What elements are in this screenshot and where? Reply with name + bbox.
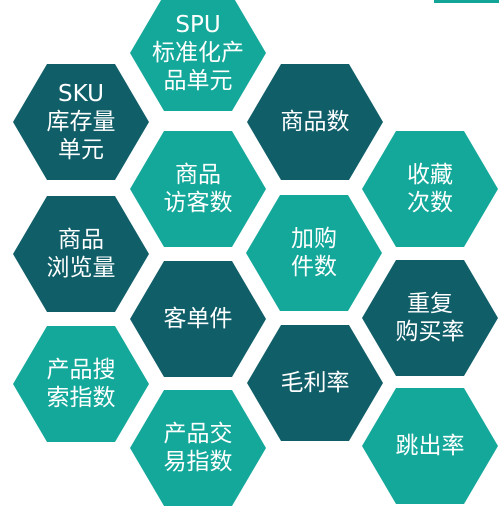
hexagon-label-product-views: 商品 [58,227,104,253]
hexagon-shape-favorites [362,131,498,247]
hexagon-label-product-visitors: 商品 [175,162,221,188]
hexagon-label-add-to-cart: 加购 [291,226,337,252]
hexagon-shape-product-views [13,196,149,312]
hexagon-shape-repurchase-rate [362,260,498,376]
hexagon-shape-trade-index [130,390,266,506]
hexagon-shape-add-to-cart [246,195,382,311]
hexagon-label-product-views: 浏览量 [47,255,116,281]
hexagon-label-repurchase-rate: 重复 [407,291,453,317]
hexagon-shape-search-index [13,326,149,442]
hexagon-label-favorites: 收藏 [407,162,453,188]
hexagon-label-sku: 单元 [58,137,104,163]
hexagon-label-sku: SKU [58,81,104,107]
hexagon-shape-bounce-rate [362,388,498,504]
hexagon-label-search-index: 索指数 [47,385,116,411]
hexagon-label-search-index: 产品搜 [47,357,116,383]
hexagon-shape-product-visitors [130,131,266,247]
top-accent-line [434,0,499,3]
hexagon-gross-margin: 毛利率 [247,325,383,441]
hexagon-label-spu: 品单元 [164,68,233,94]
hexagon-label-product-count: 商品数 [281,109,350,135]
hexagon-product-count: 商品数 [247,64,383,180]
hexagon-label-spu: 标准化产 [152,40,244,66]
hexagon-shape-gross-margin [247,325,383,441]
hexagon-label-bounce-rate: 跳出率 [396,433,465,459]
hexagon-label-trade-index: 易指数 [164,449,233,475]
hexagon-shape-product-count [247,64,383,180]
hexagon-label-sku: 库存量 [47,109,116,135]
hexagon-shape-spu [130,0,266,111]
hexagon-label-favorites: 次数 [407,190,453,216]
hexagon-label-trade-index: 产品交 [164,421,233,447]
hexagon-bounce-rate: 跳出率 [362,388,498,504]
hexagon-shape-items-per-customer [130,261,266,377]
hexagon-label-repurchase-rate: 购买率 [396,319,465,345]
hexagon-label-add-to-cart: 件数 [291,254,337,280]
hexagon-label-gross-margin: 毛利率 [281,370,350,396]
hexagon-items-per-customer: 客单件 [130,261,266,377]
hexagon-shape-sku [13,64,149,180]
hexagon-label-items-per-customer: 客单件 [164,306,233,332]
hexagon-label-spu: SPU [175,12,220,38]
hexagon-label-product-visitors: 访客数 [164,190,233,216]
